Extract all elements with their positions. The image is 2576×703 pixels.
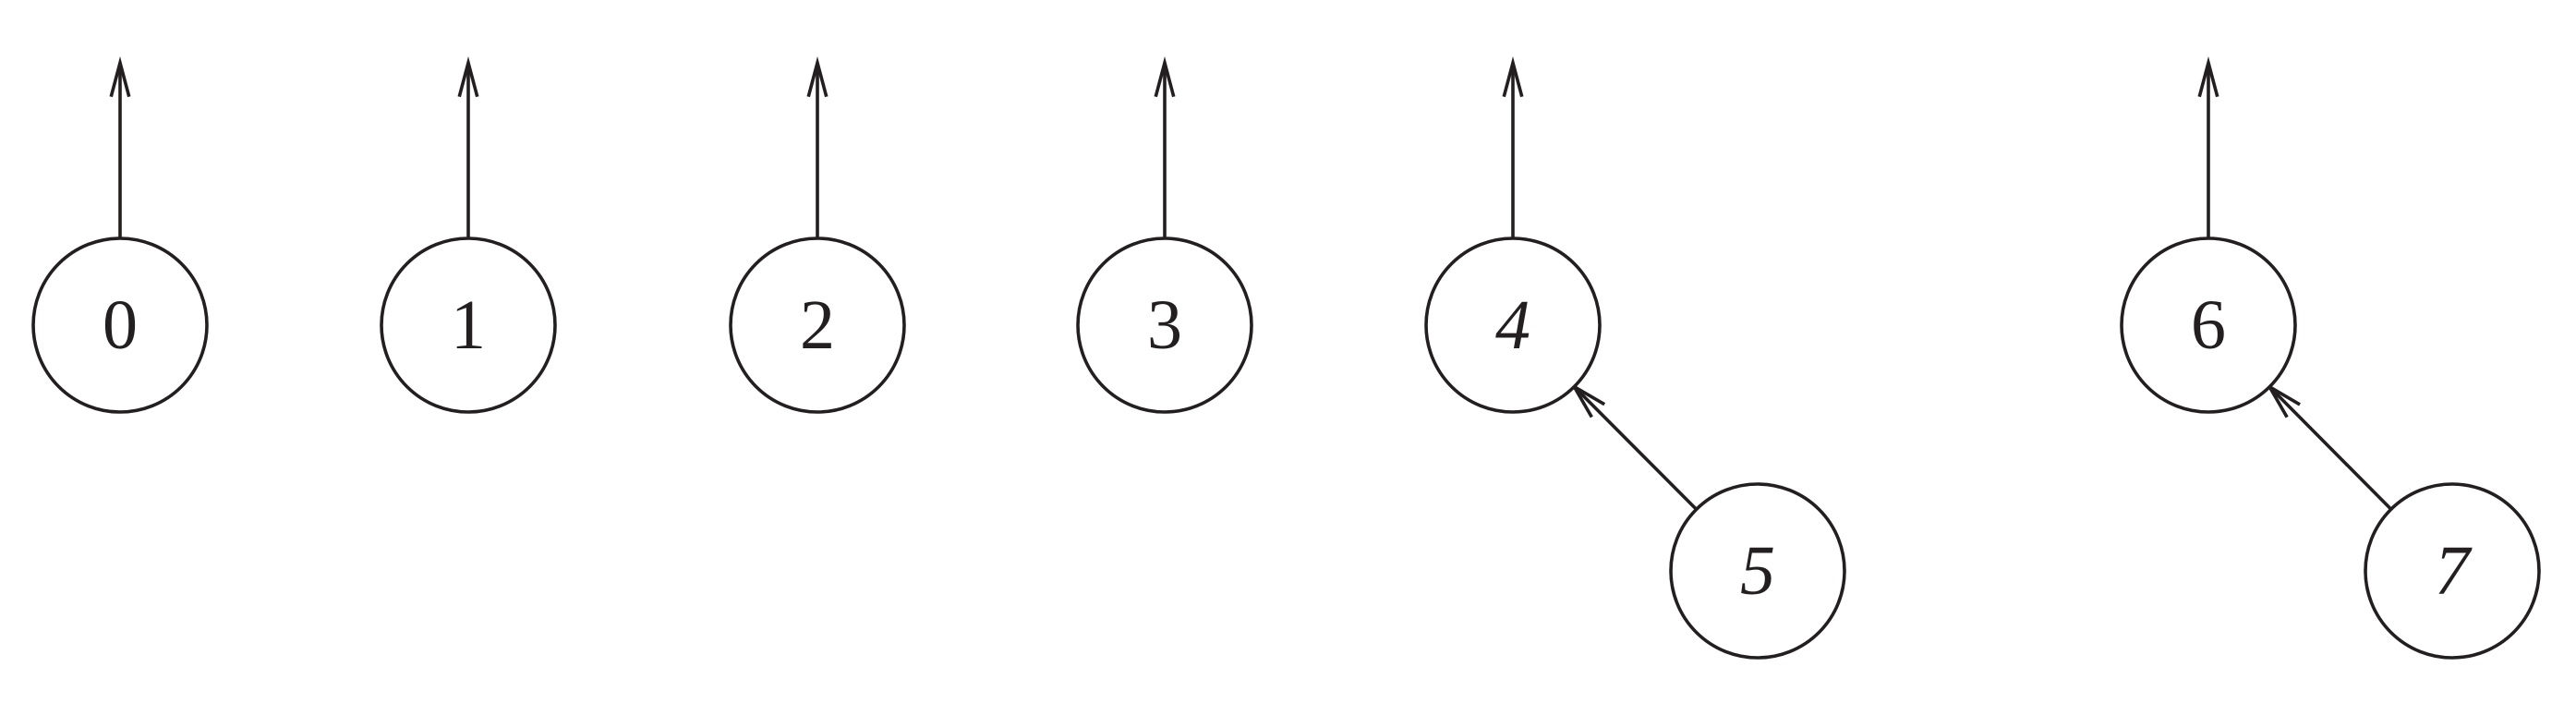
node-circle [2120,236,2297,414]
nodes: 0 1 2 3 4 5 6 7 [31,236,2541,660]
node-circle [1424,236,1602,414]
node-circle [31,236,209,414]
node-label: 6 [2191,286,2226,364]
node-label: 5 [1740,532,1775,610]
root-pointer-arrow-1 [457,55,479,238]
node-1: 1 [380,236,557,414]
node-label: 4 [1495,286,1530,364]
node-circle [380,236,557,414]
node-label: 7 [2435,532,2473,610]
root-pointer-arrow-0 [109,55,131,238]
node-label: 1 [451,286,486,364]
node-6: 6 [2120,236,2297,414]
parent-arrow-7-to-6 [2265,382,2393,511]
node-circle [729,236,906,414]
node-circle [1076,236,1253,414]
node-4: 4 [1424,236,1602,414]
node-label: 3 [1147,286,1182,364]
node-3: 3 [1076,236,1253,414]
node-circle [2364,482,2541,660]
root-pointer-arrow-6 [2197,55,2219,238]
node-0: 0 [31,236,209,414]
parent-arrow-5-to-4 [1569,382,1698,511]
node-7: 7 [2364,482,2541,660]
node-5: 5 [1669,482,1846,660]
node-2: 2 [729,236,906,414]
node-circle [1669,482,1846,660]
root-pointer-arrow-3 [1154,55,1176,238]
root-pointer-arrow-4 [1502,55,1524,238]
root-pointer-arrow-2 [806,55,828,238]
edges [109,55,2393,511]
node-label: 2 [800,286,835,364]
node-label: 0 [103,286,138,364]
